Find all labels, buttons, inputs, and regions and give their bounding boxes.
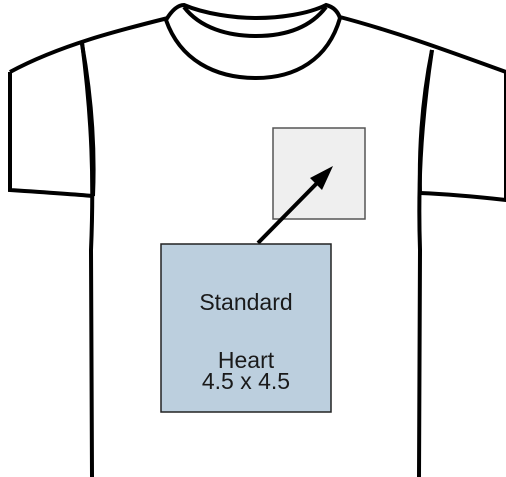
shirt-left-sleeve [10,72,93,196]
shirt-right-shoulder [336,16,506,72]
shirt-right-sleeve [420,72,506,200]
label-box [161,244,331,412]
shirt-left-shoulder [10,18,168,72]
